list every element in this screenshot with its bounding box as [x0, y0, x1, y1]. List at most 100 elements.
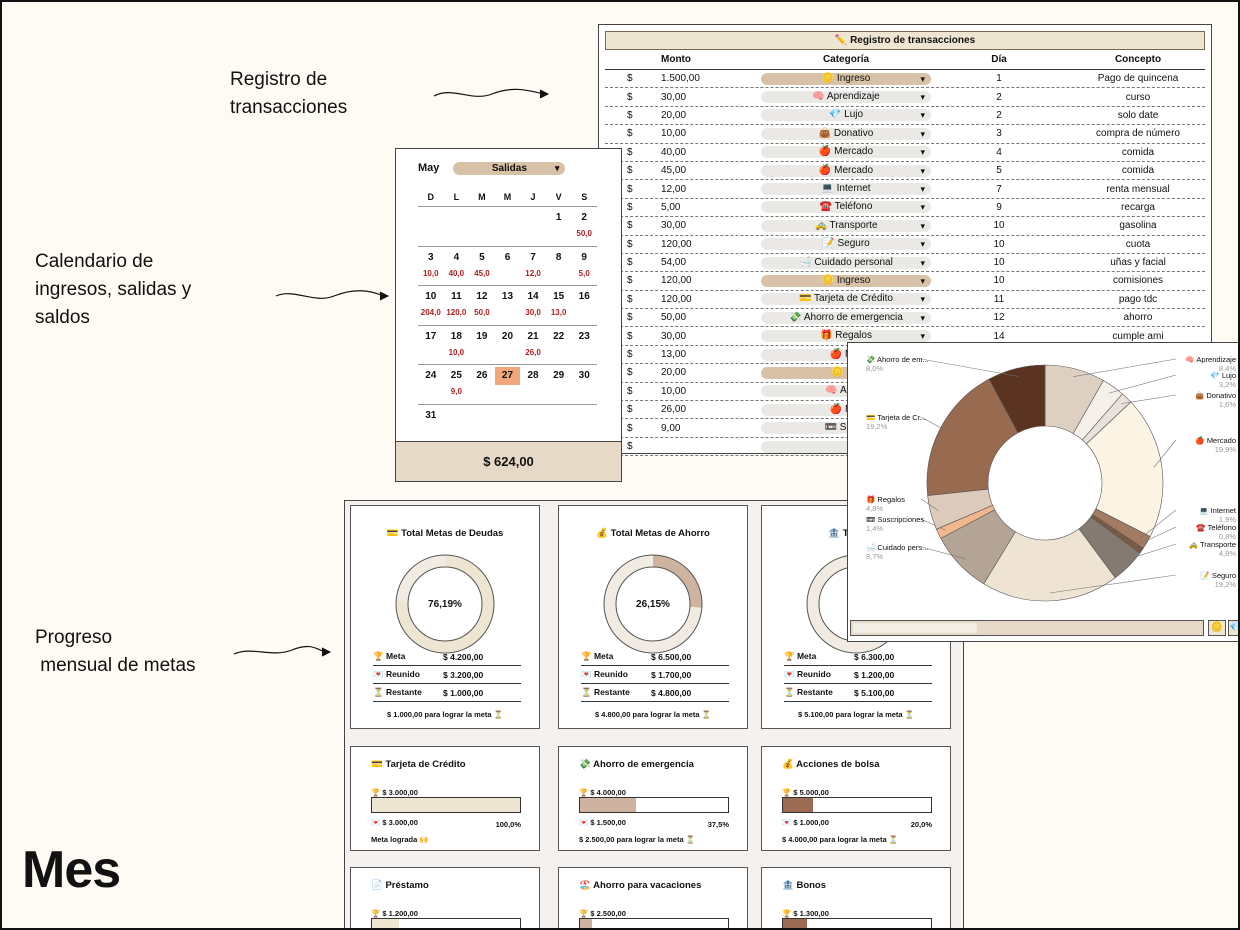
amount-cell[interactable]: 30,00	[661, 91, 687, 103]
calendar-day[interactable]	[469, 405, 495, 444]
calendar-day[interactable]: 6	[495, 247, 521, 286]
concept-cell[interactable]: recarga	[1121, 201, 1155, 213]
calendar-day[interactable]: 24	[418, 365, 444, 404]
day-cell[interactable]: 12	[993, 312, 1005, 324]
calendar-day[interactable]	[418, 207, 444, 246]
concept-cell[interactable]: comida	[1121, 146, 1155, 158]
category-select[interactable]: 🚕 Transporte	[761, 219, 931, 232]
amount-cell[interactable]: 20,00	[661, 109, 687, 121]
concept-cell[interactable]: curso	[1125, 91, 1151, 103]
concept-cell[interactable]: Pago de quincena	[1097, 73, 1179, 85]
amount-cell[interactable]: 50,00	[661, 312, 687, 324]
day-cell[interactable]: 2	[996, 109, 1002, 121]
calendar-day[interactable]: 30	[571, 365, 597, 404]
amount-cell[interactable]: 26,00	[661, 404, 687, 416]
day-cell[interactable]: 11	[993, 293, 1005, 305]
calendar-mode-select[interactable]: Salidas	[453, 161, 566, 175]
calendar-day[interactable]: 17	[418, 326, 444, 365]
category-select[interactable]: 🍎 Mercado	[761, 146, 931, 159]
calendar-day[interactable]: 23	[571, 326, 597, 365]
day-cell[interactable]: 14	[993, 330, 1005, 342]
day-cell[interactable]: 10	[993, 257, 1005, 269]
calendar-day[interactable]: 13	[495, 286, 521, 325]
category-select[interactable]: 💸 Ahorro de emergencia	[761, 311, 931, 324]
calendar-day[interactable]: 29	[546, 365, 572, 404]
category-select[interactable]: 💎 Lujo	[761, 109, 931, 122]
concept-cell[interactable]: uñas y facial	[1110, 257, 1166, 269]
concept-cell[interactable]: gasolina	[1119, 220, 1157, 232]
category-select[interactable]: 🛁 Cuidado personal	[761, 256, 931, 269]
day-cell[interactable]: 2	[996, 91, 1002, 103]
calendar-day[interactable]	[495, 207, 521, 246]
amount-cell[interactable]: 40,00	[661, 146, 687, 158]
calendar-day[interactable]	[571, 405, 597, 444]
calendar-day[interactable]	[495, 405, 521, 444]
amount-cell[interactable]: 20,00	[661, 367, 687, 379]
day-cell[interactable]: 10	[993, 220, 1005, 232]
amount-cell[interactable]: 10,00	[661, 385, 687, 397]
amount-cell[interactable]: 120,00	[661, 275, 692, 287]
pie-slice[interactable]	[983, 528, 1116, 602]
concept-cell[interactable]: solo date	[1117, 109, 1159, 121]
calendar-day[interactable]	[469, 207, 495, 246]
category-select[interactable]: 🧠 Aprendizaje	[761, 91, 931, 104]
day-cell[interactable]: 10	[993, 275, 1005, 287]
amount-cell[interactable]: 45,00	[661, 165, 687, 177]
amount-cell[interactable]: 120,00	[661, 293, 692, 305]
concept-cell[interactable]: comisiones	[1112, 275, 1164, 287]
amount-cell[interactable]: 13,00	[661, 349, 687, 361]
day-cell[interactable]: 7	[996, 183, 1002, 195]
day-cell[interactable]: 9	[996, 201, 1002, 213]
concept-cell[interactable]: comida	[1121, 165, 1155, 177]
category-select[interactable]: 🪙 Ingreso	[761, 274, 931, 287]
calendar-day[interactable]: 31	[418, 405, 444, 444]
calendar-day[interactable]	[444, 207, 470, 246]
concept-cell[interactable]: renta mensual	[1106, 183, 1170, 195]
category-select[interactable]: 🎁 Regalos	[761, 330, 931, 343]
calendar-day[interactable]: 16	[571, 286, 597, 325]
amount-cell[interactable]: 54,00	[661, 257, 687, 269]
horizontal-scrollbar[interactable]	[850, 620, 1204, 636]
concept-cell[interactable]: compra de número	[1096, 128, 1180, 140]
calendar-day[interactable]	[444, 405, 470, 444]
amount-cell[interactable]: 30,00	[661, 330, 687, 342]
category-select[interactable]: 💻 Internet	[761, 183, 931, 196]
amount-cell[interactable]: 5,00	[661, 201, 681, 213]
day-cell[interactable]: 4	[996, 146, 1002, 158]
calendar-day[interactable]: 8	[546, 247, 572, 286]
amount-cell[interactable]: 9,00	[661, 422, 681, 434]
category-select[interactable]: 💳 Tarjeta de Crédito	[761, 293, 931, 306]
concept-cell[interactable]: pago tdc	[1118, 293, 1158, 305]
concept-cell[interactable]: cuota	[1125, 238, 1151, 250]
day-cell[interactable]: 10	[993, 238, 1005, 250]
amount-cell[interactable]: 30,00	[661, 220, 687, 232]
amount-cell[interactable]: 10,00	[661, 128, 687, 140]
calendar-day[interactable]: 1	[546, 207, 572, 246]
amount-cell[interactable]: 1.500,00	[661, 73, 700, 85]
amount-cell[interactable]: 12,00	[661, 183, 687, 195]
day-cell[interactable]: 1	[996, 73, 1002, 85]
day-cell[interactable]: 5	[996, 165, 1002, 177]
category-select[interactable]: 🪙 Ingreso	[761, 72, 931, 85]
calendar-day[interactable]: 22	[546, 326, 572, 365]
calendar-day[interactable]	[546, 405, 572, 444]
calendar-day[interactable]: 19	[469, 326, 495, 365]
pie-slice[interactable]	[988, 364, 1046, 434]
category-select[interactable]: ☎️ Teléfono	[761, 201, 931, 214]
calendar-day[interactable]	[520, 405, 546, 444]
calendar-day[interactable]: 28	[520, 365, 546, 404]
calendar-day[interactable]	[520, 207, 546, 246]
